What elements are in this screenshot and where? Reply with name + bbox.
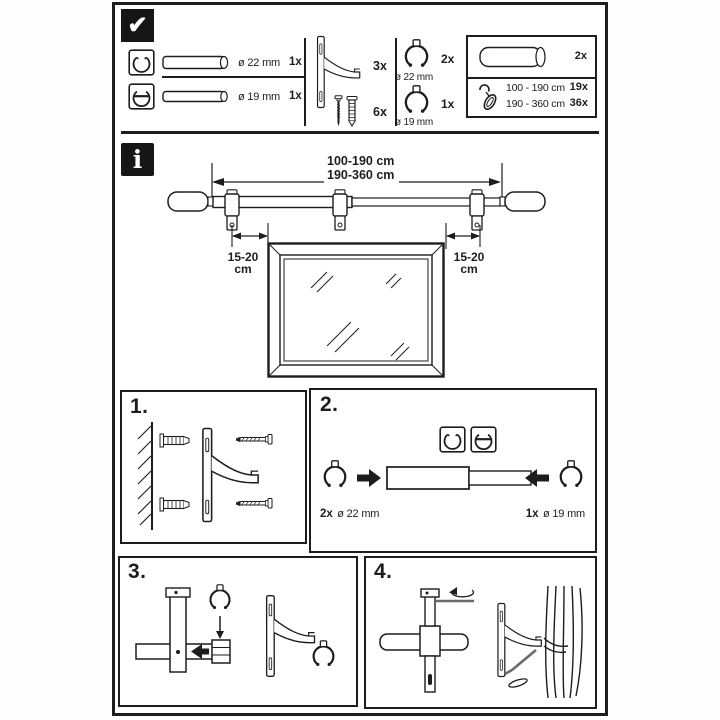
rod-19-qty: 1x [289,90,302,102]
step-box-4: 4. [364,556,597,709]
wall-bracket-marker-3 [469,189,485,231]
step-box-3: 3. [118,556,358,707]
step3-number: 3. [128,560,147,583]
wall-plug-1 [159,433,190,448]
screw-1 [236,434,273,445]
info-glyph: i [132,145,143,174]
parts-col-divider-1 [304,38,306,126]
length-range-long: 190-360 cm [327,167,395,182]
ring-left-icon [323,460,347,489]
section-divider [121,131,599,134]
fasteners-qty: 6x [373,105,387,119]
rod-22-icon [162,55,229,70]
info-icon: i [121,143,154,176]
step2-right-label: 1x ø 19 mm [526,504,585,522]
length-range-labels: 100-190 cm 190-360 cm [327,154,395,182]
window-diagram [267,242,445,378]
offset-value-left: 15-20 [227,250,259,264]
step2-diagram [323,460,583,490]
ring-on-bracket-icon [312,640,335,668]
offset-arrow-left [231,223,269,249]
step4-diagram [379,585,583,699]
ring-19-icon [404,85,429,115]
step2-right-qty: 1x [525,508,539,520]
curtain [543,585,583,699]
step2-left-diameter: ø 22 mm [337,508,380,520]
checkmark-glyph: ✔ [127,11,148,39]
manual-frame: ✔ ø 22 mm 1x ø 19 mm 1x 3x [112,2,608,716]
step4-number: 4. [374,560,393,583]
offset-value-right: 15-20 [453,250,485,264]
endcap-slot-icon [128,83,155,110]
down-arrow [216,631,224,639]
slide-arrow-left [191,644,209,659]
glider-qty-1: 19x [569,81,588,93]
wall-plug-2 [159,497,190,512]
glider-hook-icon [479,84,497,110]
accessories-box: 2x 100 - 190 cm 19x 190 - 360 cm 36x [466,35,597,118]
rod-22-qty: 1x [289,56,302,68]
step-box-1: 1. [120,390,307,544]
wall-bracket-marker-2 [332,189,348,231]
ring-drop-icon [209,584,231,611]
screw-2 [236,498,273,509]
connector-qty: 2x [574,50,587,62]
offset-unit-left: cm [234,262,252,276]
insert-arrow-right [357,469,381,487]
step2-number: 2. [320,393,339,416]
parts-col-divider-2 [395,38,397,126]
offset-arrow-right [445,223,481,249]
ring-22-label: ø 22 mm [395,72,434,83]
length-range-short: 100-190 cm [327,154,395,168]
ring-22-qty: 2x [441,52,455,66]
rod-19-icon [162,90,228,103]
step1-diagram [137,422,273,530]
step-box-2: 2. 2x ø 22 mm 1x ø 19 mm [309,388,597,553]
allen-key-right [511,649,537,671]
step2-left-qty: 2x [320,508,333,520]
screw-and-plug-icon [334,95,358,127]
offset-unit-right: cm [460,262,478,276]
parts-row-divider [162,76,304,78]
step2-endcap-slot-icon [470,426,497,453]
endcap-round-icon [128,49,155,76]
ring-22-icon [404,39,429,69]
step1-number: 1. [130,395,149,418]
wall-bracket-marker-1 [224,189,240,231]
step3-diagram [135,584,335,678]
connector-tube-icon [479,46,546,68]
rod-22-label: ø 22 mm [238,57,280,69]
offset-label-left: 15-20 cm [219,251,267,275]
bracket-qty: 3x [373,59,387,73]
ring-right-icon [559,460,583,489]
step2-endcap-round-icon [439,426,466,453]
post-slot [428,674,432,685]
bracket-step1 [202,427,259,523]
glider-range-2: 190 - 360 cm [506,98,565,110]
rod-19-label: ø 19 mm [238,91,280,103]
glider-rows: 100 - 190 cm 19x 190 - 360 cm 36x [468,79,595,116]
glider-range-1: 100 - 190 cm [506,82,565,94]
checkmark-icon: ✔ [121,9,154,42]
rotate-arrow [449,587,457,595]
connector-row: 2x [468,37,595,79]
grub-screw [508,678,528,688]
ring-19-qty: 1x [441,97,455,111]
step2-left-label: 2x ø 22 mm [320,504,379,522]
bracket-step3 [265,594,316,678]
glider-qty-2: 36x [569,97,588,109]
insert-arrow-left [525,469,549,487]
bracket-step4 [497,602,543,678]
offset-label-right: 15-20 cm [445,251,493,275]
step2-right-diameter: ø 19 mm [543,508,585,520]
rod-assembly-diagram [167,189,546,231]
ring-19-label: ø 19 mm [395,117,434,128]
